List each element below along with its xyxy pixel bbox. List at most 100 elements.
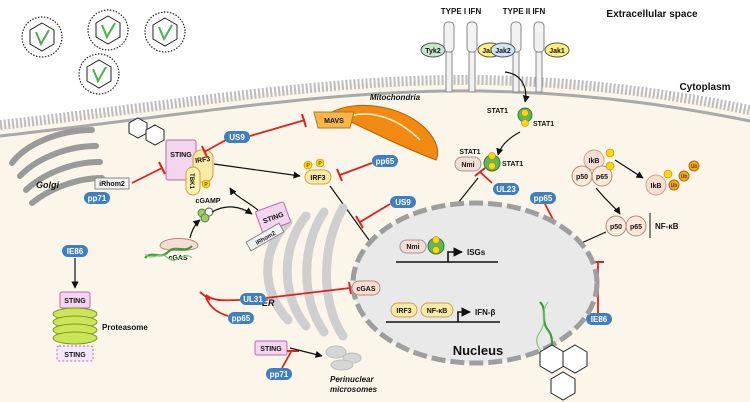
svg-text:US9: US9 [229,133,245,142]
svg-text:IkB: IkB [651,183,662,190]
ie86-badge-proteasome: IE86 [62,245,88,257]
perinuclear-label: Perinuclear [330,375,374,384]
isgs-gene: ISGs [396,247,498,263]
pp71-badge-left: pp71 [84,192,110,204]
svg-text:Nmi: Nmi [406,244,419,251]
svg-text:iRhom2: iRhom2 [99,181,125,188]
irhom2-inhibits-sting [131,167,163,184]
jak2: Jak2 [490,42,516,58]
ul23-badge: UL23 [493,183,519,195]
type1-ifn-receptor [443,21,478,93]
svg-text:NF-κB: NF-κB [427,308,448,315]
svg-text:p50: p50 [576,174,588,181]
svg-text:STAT1: STAT1 [459,149,480,156]
us9-inhibits-sting-complex [203,139,227,153]
arrow-ikb-to-ub [614,159,644,179]
nmi-stat1-complex: STAT1 Nmi STAT1 [454,149,523,172]
virion-3 [144,11,186,53]
svg-text:IkB: IkB [589,158,600,165]
arrow-to-microsomes [289,347,323,358]
svg-text:cGAS: cGAS [356,286,375,293]
virion-4 [78,53,120,95]
svg-text:STING: STING [64,298,86,305]
svg-text:Tyk2: Tyk2 [425,48,441,55]
type2-ifn-label: TYPE II IFN [503,7,546,16]
nfkb-label: NF-κB [655,222,679,231]
svg-text:STAT1: STAT1 [533,121,554,128]
svg-text:Jak1: Jak1 [549,48,565,55]
cgas-cytoplasm: cGAS [144,238,199,262]
jak1-type2: Jak1 [544,42,570,58]
svg-text:UL23: UL23 [496,185,516,194]
proteasome-label: Proteasome [102,323,148,332]
cgamp: cGAMP [196,198,221,223]
svg-text:STING: STING [64,352,86,359]
mavs: MAVS [313,111,355,129]
er-label: ER [262,298,275,308]
us9-inhibits-mavs [249,119,306,137]
stat1-dimer-cytoplasm: STAT1 STAT1 [487,107,554,128]
svg-text:pp65: pp65 [376,157,395,166]
isgs-label: ISGs [467,248,486,257]
svg-text:p50: p50 [610,224,622,231]
svg-text:Nmi: Nmi [461,162,474,169]
pp65-badge-irf3: pp65 [372,155,398,167]
virion-1 [21,16,63,58]
svg-text:Jak1: Jak1 [482,48,498,55]
svg-text:US9: US9 [395,198,411,207]
svg-text:pp71: pp71 [88,194,107,203]
svg-text:STAT1: STAT1 [502,161,523,168]
pp65-badge-nfkb: pp65 [530,192,556,204]
proteasome [52,307,98,345]
nucleus-label: Nucleus [453,343,504,358]
svg-text:Ub: Ub [681,174,688,180]
plasma-membrane-outer [0,74,750,130]
nucleocapsids [539,344,588,401]
svg-text:IRF3: IRF3 [310,175,325,182]
ubiquitinated-ikb: IkB Ub Ub Ub [645,160,700,196]
mitochondria [330,104,439,161]
sting-degraded: STING [56,345,94,362]
us9-badge-irf3: US9 [390,196,416,208]
nucleus-envelope [350,200,600,366]
arrow-stat1-to-nmi [496,131,521,156]
pp71-inhibits-sting-microsome [281,349,293,369]
golgi-apparatus [9,127,105,206]
sting-irf3-tbk1-complex: STING IRF3 TBK1 P [165,139,214,196]
ifnb-enhanceosome: IRF3 NF-κB IFN-β [386,302,500,323]
svg-text:Ub: Ub [671,183,678,189]
svg-text:p65: p65 [596,174,608,181]
irhom2-left: iRhom2 [94,177,130,190]
ul31-badge: UL31 [240,293,266,305]
arrow-cgas-to-cgamp [189,219,201,239]
arrow-to-free-nfkb [595,187,621,215]
golgi-virions [128,117,165,146]
perinuclear-microsomes [325,345,362,371]
arrow-sting-to-irf3 [213,163,301,179]
golgi-label: Golgi [36,180,59,190]
cgas-nuclear: cGAS [351,280,381,296]
svg-text:Ub: Ub [691,164,698,170]
tyk2: Tyk2 [420,42,446,58]
svg-text:Jak2: Jak2 [495,48,511,55]
ul31-inhibits-nuclear-cgas [265,287,351,299]
svg-text:P: P [318,161,322,167]
ul23-inhibits-nmi [479,171,493,184]
pp65-badge-cgas: pp65 [228,312,254,324]
irf3-phospho: IRF3 P P [303,158,332,185]
cytoplasm-label: Cytoplasm [679,82,730,93]
sting-proteasome: STING [59,291,91,309]
us9-inhibits-irf3-import [359,203,391,223]
svg-text:pp65: pp65 [534,194,553,203]
ie86-badge-nfkb: IE86 [586,313,612,325]
type2-ifn-receptor [510,21,545,93]
ifnb-label: IFN-β [475,308,496,317]
svg-text:IE86: IE86 [67,247,84,256]
svg-text:cGAMP: cGAMP [196,198,221,205]
microsomes-label: microsomes [330,385,378,394]
svg-text:IE86: IE86 [591,315,608,324]
svg-text:pp65: pp65 [232,314,251,323]
svg-text:MAVS: MAVS [324,118,344,125]
svg-text:TBK1: TBK1 [188,173,194,189]
